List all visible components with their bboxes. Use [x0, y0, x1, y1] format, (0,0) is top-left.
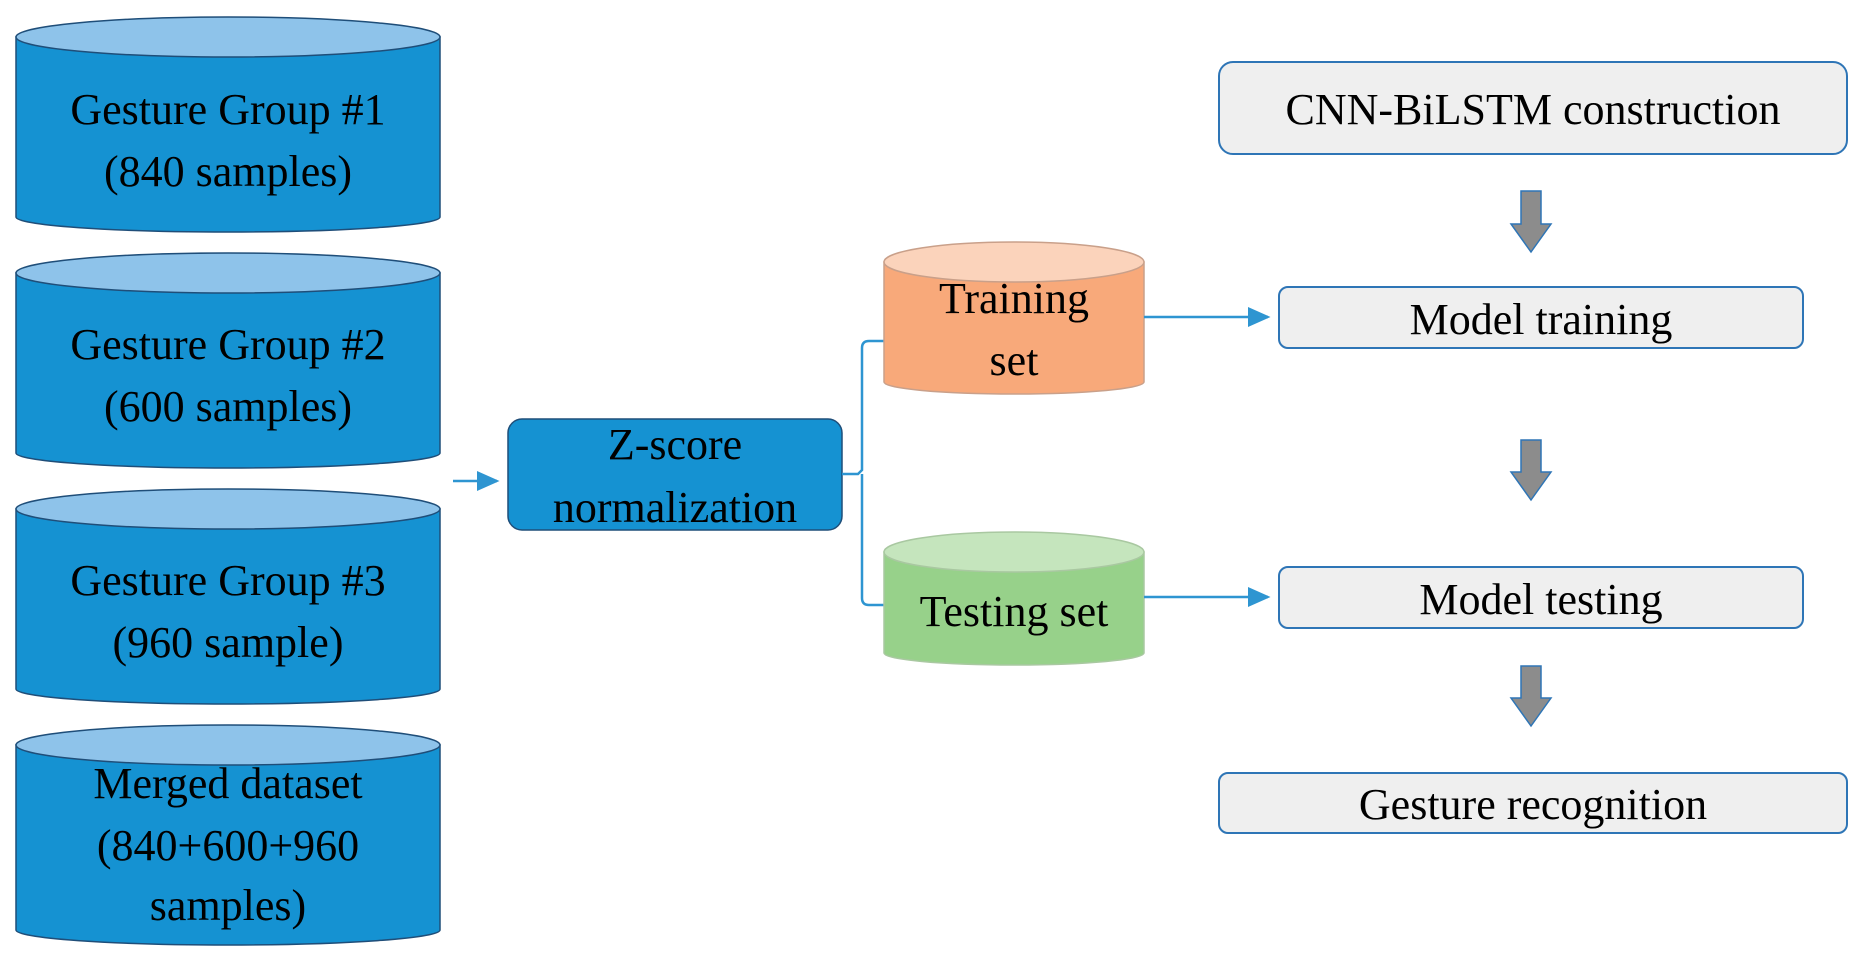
normalization-label-line2: normalization [553, 483, 797, 532]
cylinder-body [15, 508, 441, 705]
training-set-label-line1: Training [939, 274, 1089, 323]
dataset-cylinder-group2: Gesture Group #2 (600 samples) [15, 252, 441, 469]
testing-step: Model testing [1278, 566, 1804, 629]
gesture-recognition-box [1218, 772, 1848, 834]
cylinder-top [15, 252, 441, 294]
recognition-step: Gesture recognition [1218, 772, 1848, 834]
dataset-title: Gesture Group #1 [70, 85, 385, 134]
cylinder-top [15, 16, 441, 58]
cylinder-top [883, 531, 1145, 573]
training-set-label-line2: set [990, 336, 1039, 385]
dataset-cylinder-group3: Gesture Group #3 (960 sample) [15, 488, 441, 705]
cylinder-top [15, 724, 441, 766]
testing-set-label: Testing set [920, 587, 1109, 636]
cylinder-top [15, 488, 441, 530]
dataset-title: Merged dataset [93, 759, 362, 808]
dataset-title: Gesture Group #3 [70, 556, 385, 605]
cylinder-body [15, 36, 441, 233]
training-step: Model training [1278, 286, 1804, 349]
training-set-cylinder: Training set [883, 241, 1145, 395]
cylinder-body [15, 272, 441, 469]
dataset-count: (840+600+960 [97, 821, 359, 870]
model-training-box [1278, 286, 1804, 349]
dataset-count: (840 samples) [104, 147, 352, 196]
cylinder-body [883, 551, 1145, 666]
construction-label: CNN-BiLSTM construction [1286, 85, 1781, 134]
normalization-label-line1: Z-score [608, 420, 742, 469]
dataset-cylinder-merged: Merged dataset (840+600+960 samples) [15, 724, 441, 946]
model-testing-box [1278, 566, 1804, 629]
dataset-cylinder-group1: Gesture Group #1 (840 samples) [15, 16, 441, 233]
gesture-recognition-label: Gesture recognition [1359, 780, 1707, 829]
testing-set-cylinder: Testing set [883, 531, 1145, 666]
cylinder-top [883, 241, 1145, 283]
dataset-count: (960 sample) [113, 618, 344, 667]
split-bracket [842, 339, 884, 607]
dataset-count: (600 samples) [104, 382, 352, 431]
arrow-down-icon [1509, 665, 1553, 728]
construction-box [1218, 61, 1848, 155]
model-training-label: Model training [1410, 295, 1673, 344]
model-testing-label: Model testing [1419, 575, 1662, 624]
normalization-step: Z-score normalization [507, 418, 843, 532]
dataset-title: Gesture Group #2 [70, 320, 385, 369]
dataset-count-unit: samples) [150, 881, 306, 930]
cylinder-body [883, 261, 1145, 395]
arrow-down-icon [1509, 190, 1553, 254]
construction-step: CNN-BiLSTM construction [1218, 61, 1848, 155]
arrow-down-icon [1509, 439, 1553, 502]
cylinder-body [15, 744, 441, 946]
